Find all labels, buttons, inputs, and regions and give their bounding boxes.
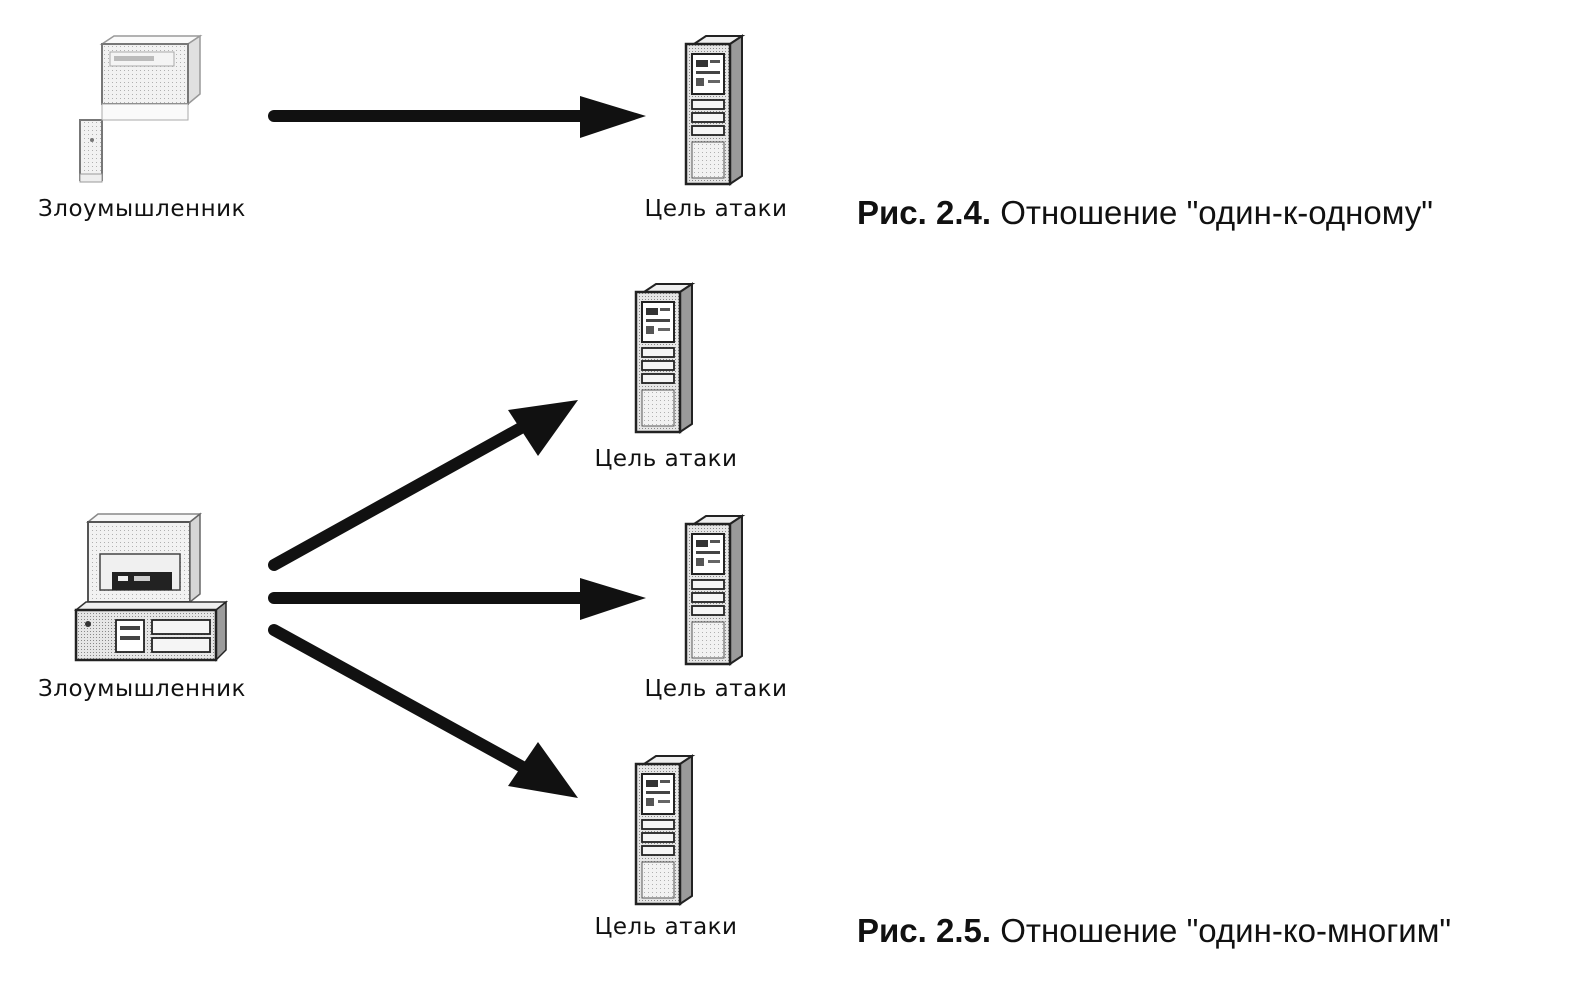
- attack-arrow-middle: [268, 578, 646, 620]
- target-server-icon: [634, 754, 694, 906]
- target-label: Цель атаки: [644, 196, 788, 222]
- target-label: Цель атаки: [644, 676, 788, 702]
- figure-caption-2-5: Рис. 2.5. Отношение "один-ко-многим": [857, 912, 1451, 950]
- attacker-workstation-icon: [74, 512, 228, 662]
- caption-text: Отношение "один-ко-многим": [1000, 912, 1452, 949]
- attacker-label: Злоумышленник: [38, 676, 246, 702]
- caption-number: Рис. 2.5.: [857, 912, 992, 949]
- target-server-icon: [634, 282, 694, 434]
- target-server-icon: [684, 514, 744, 666]
- attack-arrow-upper: [268, 400, 578, 571]
- attack-arrow: [268, 96, 646, 138]
- target-server-icon: [684, 34, 744, 186]
- attacker-label: Злоумышленник: [38, 196, 246, 222]
- attacker-workstation-icon: [79, 35, 201, 183]
- attack-arrow-lower: [268, 624, 578, 798]
- caption-number: Рис. 2.4.: [857, 194, 992, 231]
- target-label: Цель атаки: [594, 446, 738, 472]
- target-label: Цель атаки: [594, 914, 738, 940]
- figure-caption-2-4: Рис. 2.4. Отношение "один-к-одному": [857, 194, 1433, 232]
- caption-text: Отношение "один-к-одному": [1000, 194, 1433, 231]
